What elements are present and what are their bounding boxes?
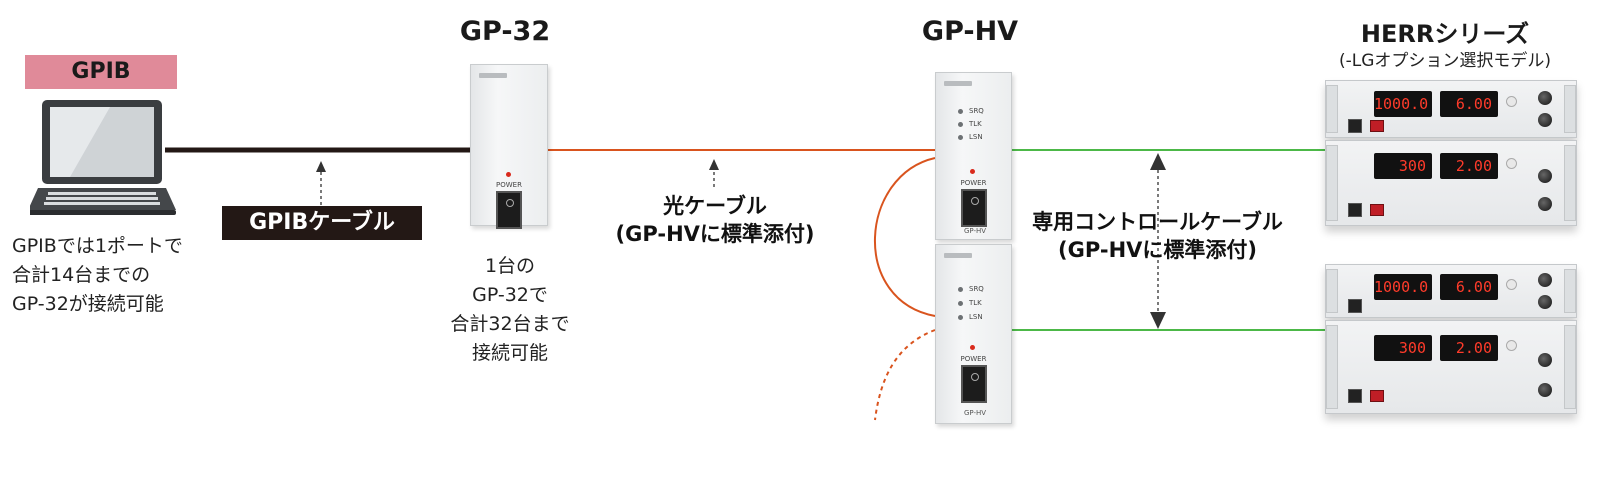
- led-srq: SRQ: [958, 285, 984, 293]
- control-cable-label: 専用コントロールケーブル (GP-HVに標準添付): [1025, 208, 1290, 264]
- output-button[interactable]: [1370, 204, 1384, 216]
- optical-cable-label-line1: 光ケーブル: [663, 194, 767, 218]
- power-label: POWER: [496, 181, 522, 189]
- gpib-cable-pointer-arrow: [316, 161, 326, 205]
- led-srq: SRQ: [958, 107, 984, 115]
- gp32-caption-line: 接続可能: [471, 342, 548, 364]
- gphv-unit-2: SRQ TLK LSN POWER GP-HV: [935, 244, 1012, 424]
- current-display: 6.00: [1440, 91, 1498, 117]
- gphv-unit-1: SRQ TLK LSN POWER GP-HV: [935, 72, 1012, 240]
- power-led: [970, 345, 975, 350]
- herr-unit-1: 1000.0 6.00: [1325, 80, 1577, 138]
- herr-title: HERRシリーズ: [1360, 20, 1530, 48]
- power-button[interactable]: [1348, 203, 1362, 217]
- optical-cable-continuation: [874, 329, 936, 421]
- optical-cable-loop: [873, 157, 936, 317]
- pc-caption-line: 合計14台までの: [12, 264, 151, 286]
- control-cable-double-arrow: [1150, 153, 1166, 329]
- control-cable-label-line2: (GP-HVに標準添付): [1058, 238, 1257, 262]
- current-knob[interactable]: [1538, 113, 1552, 127]
- gpib-tag-label: GPIB: [25, 55, 177, 89]
- herr-subtitle: (-LGオプション選択モデル): [1338, 51, 1552, 71]
- led-tlk: TLK: [958, 120, 982, 128]
- current-knob[interactable]: [1538, 383, 1552, 397]
- led-lsn: LSN: [958, 313, 983, 321]
- voltage-knob[interactable]: [1538, 353, 1552, 367]
- current-knob[interactable]: [1538, 295, 1552, 309]
- voltage-display: 1000.0: [1374, 91, 1432, 117]
- pc-caption: GPIBでは1ポートで 合計14台までの GP-32が接続可能: [12, 232, 242, 319]
- current-display: 6.00: [1440, 274, 1498, 300]
- laptop-icon: [30, 100, 176, 215]
- gphv-title: GP-HV: [921, 16, 1019, 47]
- model-label: GP-HV: [964, 409, 987, 417]
- voltage-knob[interactable]: [1538, 91, 1552, 105]
- power-button[interactable]: [1348, 119, 1362, 133]
- voltage-knob[interactable]: [1538, 169, 1552, 183]
- optical-cable-label-line2: (GP-HVに標準添付): [615, 222, 815, 246]
- power-label: POWER: [960, 355, 987, 363]
- control-cable-label-line1: 専用コントロールケーブル: [1032, 210, 1283, 234]
- pc-caption-line: GP-32が接続可能: [12, 293, 164, 315]
- power-button[interactable]: [1348, 389, 1362, 403]
- gpib-cable-label: GPIBケーブル: [222, 206, 422, 240]
- output-button[interactable]: [1370, 390, 1384, 402]
- gp32-caption-line: 1台の: [484, 255, 536, 277]
- gpib-tag: GPIB: [25, 55, 177, 89]
- voltage-display: 300: [1374, 153, 1432, 179]
- power-switch[interactable]: [961, 365, 987, 403]
- gp32-unit: POWER: [470, 64, 548, 229]
- power-led: [506, 172, 511, 177]
- current-knob[interactable]: [1538, 197, 1552, 211]
- power-switch[interactable]: [496, 191, 522, 229]
- power-led: [970, 169, 975, 174]
- output-button[interactable]: [1370, 120, 1384, 132]
- led-tlk: TLK: [958, 299, 982, 307]
- power-switch[interactable]: [961, 189, 987, 227]
- voltage-display: 300: [1374, 335, 1432, 361]
- model-label: GP-HV: [964, 227, 987, 235]
- power-label: POWER: [960, 179, 987, 187]
- gp32-caption-line: GP-32で: [472, 284, 548, 306]
- pc-caption-line: GPIBでは1ポートで: [12, 235, 183, 257]
- gp32-title: GP-32: [459, 16, 551, 47]
- gp32-caption: 1台の GP-32で 合計32台まで 接続可能: [420, 252, 600, 368]
- herr-unit-4: 300 2.00: [1325, 320, 1577, 414]
- current-display: 2.00: [1440, 153, 1498, 179]
- optical-cable-label: 光ケーブル (GP-HVに標準添付): [595, 192, 835, 248]
- herr-unit-3: 1000.0 6.00: [1325, 264, 1577, 318]
- current-display: 2.00: [1440, 335, 1498, 361]
- herr-unit-2: 300 2.00: [1325, 140, 1577, 226]
- voltage-display: 1000.0: [1374, 274, 1432, 300]
- led-lsn: LSN: [958, 133, 983, 141]
- gp32-caption-line: 合計32台まで: [450, 313, 570, 335]
- voltage-knob[interactable]: [1538, 273, 1552, 287]
- power-button[interactable]: [1348, 299, 1362, 313]
- optical-cable-pointer-arrow: [709, 159, 719, 187]
